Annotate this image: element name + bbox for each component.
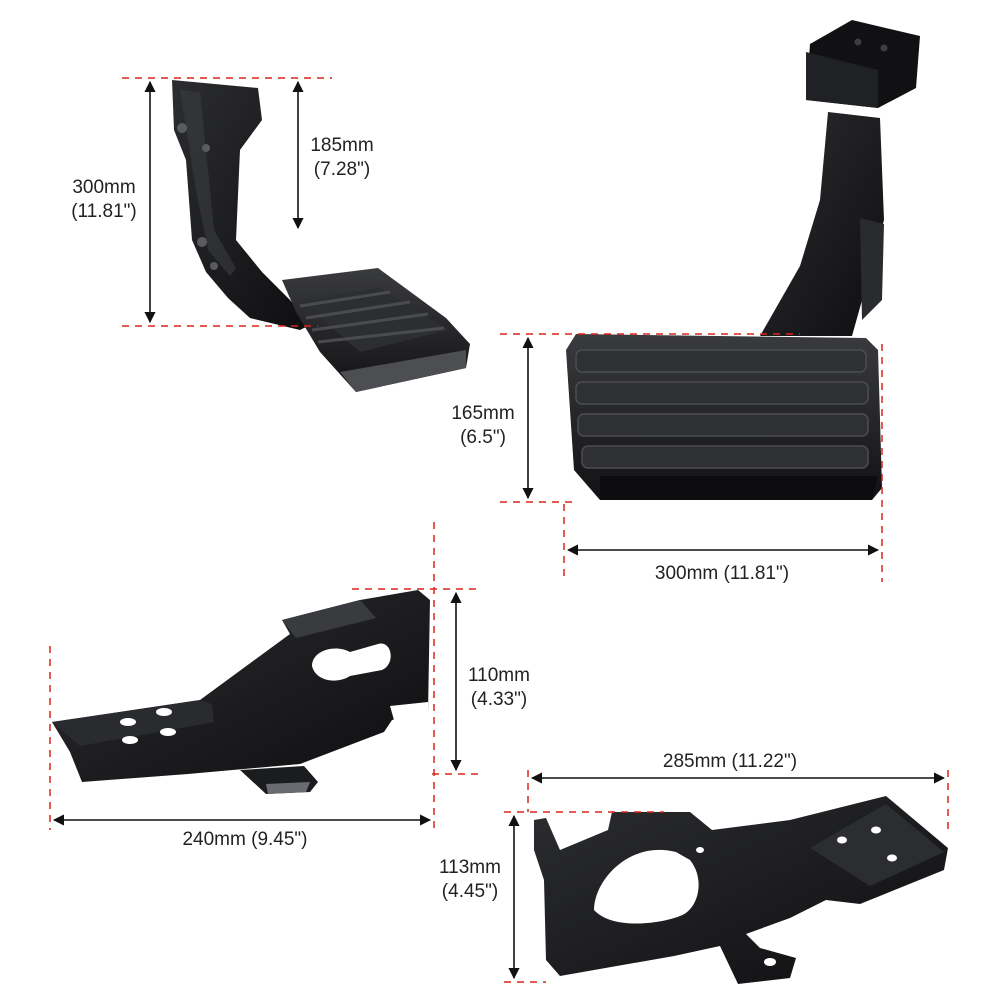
guide-lines: [49, 77, 949, 983]
dimension-arrows: [52, 80, 946, 980]
bracket-left-image: [52, 590, 430, 794]
step-total-height-label: 300mm (11.81"): [62, 176, 146, 224]
step-pad-height-inch: (6.5"): [460, 427, 506, 448]
step-pad-width-label: 300mm (11.81"): [616, 562, 828, 586]
bracket-left-height-inch: (4.33"): [470, 689, 528, 710]
bracket-right-height-inch: (4.45"): [441, 881, 499, 902]
step-side-view-image: [172, 80, 470, 392]
bracket-left-height-label: 110mm (4.33"): [460, 664, 538, 712]
step-total-height-mm: 300mm: [72, 177, 136, 198]
step-total-height-inch: (11.81"): [71, 201, 137, 222]
bracket-left-width-label: 240mm (9.45"): [160, 828, 330, 852]
bracket-right-height-label: 113mm (4.45"): [430, 856, 510, 904]
step-arm-height-inch: (7.28"): [313, 159, 371, 180]
bracket-right-image: [534, 796, 948, 984]
bracket-right-height-mm: 113mm: [439, 857, 501, 878]
step-pad-width-text: 300mm (11.81"): [654, 563, 790, 584]
bracket-right-width-label: 285mm (11.22"): [640, 750, 820, 774]
step-pad-height-label: 165mm (6.5"): [444, 402, 522, 450]
step-pad-height-mm: 165mm: [451, 403, 515, 424]
step-arm-height-label: 185mm (7.28"): [302, 134, 382, 182]
bracket-right-width-text: 285mm (11.22"): [662, 751, 798, 772]
bracket-left-height-mm: 110mm: [468, 665, 530, 686]
bracket-left-width-text: 240mm (9.45"): [182, 829, 308, 850]
step-arm-height-mm: 185mm: [310, 135, 374, 156]
step-front-view-image: [566, 20, 920, 500]
